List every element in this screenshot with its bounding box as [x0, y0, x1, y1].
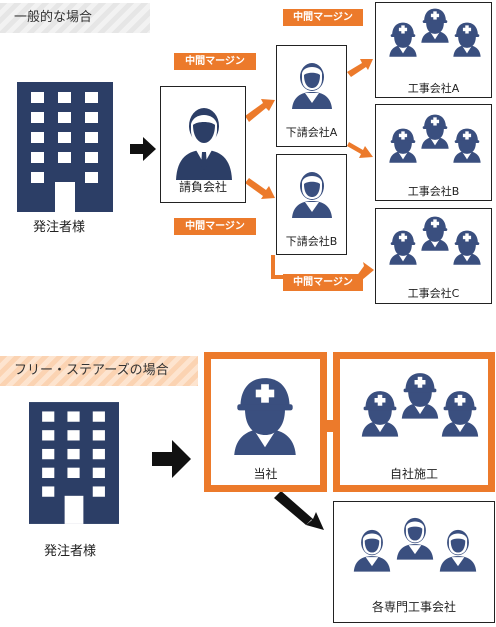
worker-helmet-icon — [420, 113, 450, 149]
margin-tag-bottom: 中間マージン — [283, 274, 363, 291]
specialists-box: 各専門工事会社 — [333, 501, 495, 623]
own-company-label: 当社 — [253, 467, 278, 481]
person-icon — [352, 524, 392, 572]
free-stairs-flow-arrows — [152, 440, 324, 530]
section-title-free-stairs: フリー・ステアーズの場合 — [0, 356, 198, 386]
sub-b-box: 下請会社B — [276, 154, 347, 255]
worker-helmet-icon — [420, 7, 450, 43]
sub-a-box: 下請会社A — [276, 45, 347, 147]
own-company-box: 当社 — [204, 352, 327, 492]
arrow-sub-a-to-works-b — [347, 142, 373, 158]
works-c-box: 工事会社C — [375, 208, 492, 304]
client-building-icon — [17, 82, 113, 212]
arrow-own-to-specialists-stem — [274, 491, 312, 525]
contractor-box: 請負会社 — [160, 86, 246, 203]
works-a-box: 工事会社A — [375, 2, 492, 98]
contractor-label: 請負会社 — [178, 180, 227, 194]
client-label: 発注者様 — [33, 220, 86, 235]
connector-bar — [326, 420, 334, 432]
person-icon — [290, 166, 334, 218]
person-icon — [290, 57, 334, 109]
worker-helmet-icon — [400, 371, 440, 419]
works-b-label: 工事会社B — [407, 185, 460, 198]
arrow-client-to-own — [152, 440, 191, 478]
worker-helmet-icon — [231, 375, 299, 455]
worker-helmet-icon — [452, 21, 482, 57]
client-label-2: 発注者様 — [44, 544, 97, 559]
arrow-contractor-to-sub-b — [245, 178, 275, 199]
worker-helmet-icon — [452, 127, 482, 163]
arrow-own-to-specialists — [273, 491, 324, 530]
person-icon — [395, 512, 435, 560]
sub-b-label: 下請会社B — [285, 235, 338, 248]
works-a-label: 工事会社A — [407, 82, 460, 95]
own-construction-label: 自社施工 — [389, 467, 438, 481]
person-icon — [438, 524, 478, 572]
section-title-general: 一般的な場合 — [0, 3, 150, 33]
worker-helmet-icon — [388, 229, 418, 265]
margin-tag-top: 中間マージン — [283, 9, 363, 26]
works-c-label: 工事会社C — [407, 287, 460, 300]
worker-helmet-icon — [452, 229, 482, 265]
worker-helmet-icon — [388, 21, 418, 57]
sub-a-label: 下請会社A — [285, 126, 338, 139]
specialists-label: 各専門工事会社 — [371, 600, 456, 614]
arrow-client-to-contractor — [130, 137, 156, 161]
arrow-contractor-to-sub-a — [245, 99, 275, 122]
works-b-box: 工事会社B — [375, 104, 492, 201]
worker-helmet-icon — [360, 389, 400, 437]
own-construction-box: 自社施工 — [333, 352, 495, 492]
businessman-icon — [174, 100, 234, 180]
margin-tag-contractor-a: 中間マージン — [174, 53, 256, 70]
worker-helmet-icon — [420, 215, 450, 251]
margin-tag-contractor-b: 中間マージン — [174, 218, 256, 235]
worker-helmet-icon — [388, 127, 418, 163]
arrow-sub-a-to-works-a — [347, 59, 373, 77]
worker-helmet-icon — [440, 389, 480, 437]
